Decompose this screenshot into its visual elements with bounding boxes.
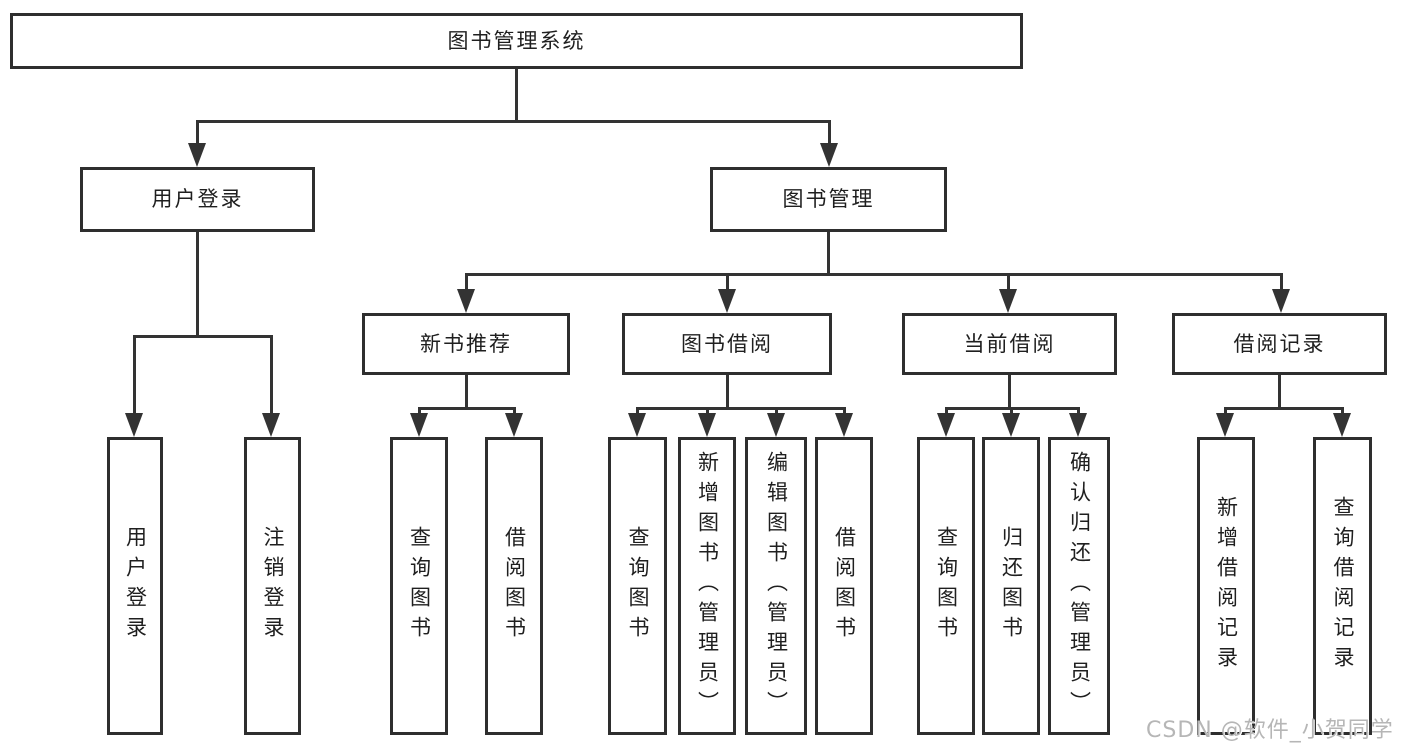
connector-arrow-shaft bbox=[513, 407, 516, 417]
node-root-label: 图书管理系统 bbox=[447, 28, 586, 53]
connector-arrow-shaft bbox=[726, 273, 729, 291]
node-new-book-recommend-label: 新书推荐 bbox=[420, 331, 512, 356]
arrow-down-icon bbox=[835, 413, 853, 437]
connector-arrow-shaft bbox=[133, 335, 136, 415]
arrow-down-icon bbox=[698, 413, 716, 437]
connector-root-stub bbox=[515, 69, 518, 122]
arrow-down-icon bbox=[188, 143, 206, 167]
connector-arrow-shaft bbox=[465, 273, 468, 291]
node-new-book-recommend: 新书推荐 bbox=[362, 313, 570, 375]
leaf-borrow-query-books: 查询图书 bbox=[608, 437, 667, 735]
connector-arrow-shaft bbox=[196, 120, 199, 146]
node-current-borrow: 当前借阅 bbox=[902, 313, 1117, 375]
leaf-current-query-books: 查询图书 bbox=[917, 437, 975, 735]
leaf-user-login-label: 用户登录 bbox=[123, 526, 148, 646]
arrow-down-icon bbox=[457, 289, 475, 313]
connector-user-login-rail bbox=[133, 335, 273, 338]
arrow-down-icon bbox=[1216, 413, 1234, 437]
csdn-watermark: CSDN @软件_小贺同学 bbox=[1146, 718, 1394, 743]
leaf-current-query-books-label: 查询图书 bbox=[934, 526, 959, 646]
leaf-query-borrow-record: 查询借阅记录 bbox=[1313, 437, 1372, 735]
leaf-borrow-query-books-label: 查询图书 bbox=[626, 526, 650, 646]
leaf-edit-books-admin-label: 编辑图书（管理员） bbox=[764, 451, 789, 721]
arrow-down-icon bbox=[505, 413, 523, 437]
arrow-down-icon bbox=[628, 413, 646, 437]
connector-recommend-stub bbox=[465, 375, 468, 409]
arrow-down-icon bbox=[1333, 413, 1351, 437]
connector-book-mgmt-rail bbox=[465, 273, 1283, 276]
connector-borrow-stub bbox=[726, 375, 729, 409]
arrow-down-icon bbox=[262, 413, 280, 437]
arrow-down-icon bbox=[1002, 413, 1020, 437]
leaf-borrow-books: 借阅图书 bbox=[815, 437, 873, 735]
connector-arrow-shaft bbox=[706, 407, 709, 417]
connector-arrow-shaft bbox=[945, 407, 948, 417]
arrow-down-icon bbox=[718, 289, 736, 313]
connector-arrow-shaft bbox=[1280, 273, 1283, 291]
arrow-down-icon bbox=[999, 289, 1017, 313]
leaf-query-borrow-record-label: 查询借阅记录 bbox=[1331, 496, 1355, 676]
connector-arrow-shaft bbox=[1010, 407, 1013, 417]
leaf-recommend-borrow-books-label: 借阅图书 bbox=[502, 526, 527, 646]
connector-arrow-shaft bbox=[775, 407, 778, 417]
arrow-down-icon bbox=[937, 413, 955, 437]
connector-arrow-shaft bbox=[418, 407, 421, 417]
leaf-logout: 注销登录 bbox=[244, 437, 301, 735]
connector-arrow-shaft bbox=[636, 407, 639, 417]
connector-records-stub bbox=[1278, 375, 1281, 409]
leaf-logout-label: 注销登录 bbox=[261, 526, 285, 646]
connector-arrow-shaft bbox=[270, 335, 273, 415]
leaf-confirm-return-admin: 确认归还（管理员） bbox=[1048, 437, 1110, 735]
connector-arrow-shaft bbox=[1077, 407, 1080, 417]
leaf-recommend-query-books: 查询图书 bbox=[390, 437, 448, 735]
connector-root-rail bbox=[196, 120, 831, 123]
connector-arrow-shaft bbox=[843, 407, 846, 417]
node-current-borrow-label: 当前借阅 bbox=[963, 331, 1056, 356]
leaf-user-login: 用户登录 bbox=[107, 437, 163, 735]
leaf-add-books-admin: 新增图书（管理员） bbox=[678, 437, 736, 735]
node-user-login: 用户登录 bbox=[80, 167, 315, 232]
arrow-down-icon bbox=[1069, 413, 1087, 437]
arrow-down-icon bbox=[820, 143, 838, 167]
node-borrow-records-label: 借阅记录 bbox=[1233, 331, 1326, 356]
node-book-borrow: 图书借阅 bbox=[622, 313, 832, 375]
node-book-management: 图书管理 bbox=[710, 167, 947, 232]
leaf-add-books-admin-label: 新增图书（管理员） bbox=[695, 451, 720, 721]
connector-records-rail bbox=[1224, 407, 1344, 410]
leaf-return-books-label: 归还图书 bbox=[999, 526, 1024, 646]
leaf-edit-books-admin: 编辑图书（管理员） bbox=[745, 437, 807, 735]
arrow-down-icon bbox=[125, 413, 143, 437]
leaf-confirm-return-admin-label: 确认归还（管理员） bbox=[1067, 451, 1092, 721]
arrow-down-icon bbox=[1272, 289, 1290, 313]
connector-arrow-shaft bbox=[828, 120, 831, 146]
connector-borrow-rail bbox=[636, 407, 846, 410]
node-borrow-records: 借阅记录 bbox=[1172, 313, 1387, 375]
connector-book-mgmt-stub bbox=[827, 232, 830, 275]
connector-arrow-shaft bbox=[1341, 407, 1344, 417]
leaf-return-books: 归还图书 bbox=[982, 437, 1040, 735]
leaf-recommend-query-books-label: 查询图书 bbox=[407, 526, 432, 646]
leaf-add-borrow-record-label: 新增借阅记录 bbox=[1214, 496, 1239, 676]
node-book-borrow-label: 图书借阅 bbox=[681, 331, 773, 356]
connector-arrow-shaft bbox=[1007, 273, 1010, 291]
node-root: 图书管理系统 bbox=[10, 13, 1023, 69]
node-book-management-label: 图书管理 bbox=[782, 187, 875, 211]
arrow-down-icon bbox=[767, 413, 785, 437]
node-user-login-label: 用户登录 bbox=[151, 187, 244, 211]
leaf-recommend-borrow-books: 借阅图书 bbox=[485, 437, 543, 735]
connector-user-login-stub bbox=[196, 232, 199, 337]
connector-current-stub bbox=[1008, 375, 1011, 409]
leaf-borrow-books-label: 借阅图书 bbox=[832, 526, 857, 646]
connector-arrow-shaft bbox=[1224, 407, 1227, 417]
connector-recommend-rail bbox=[418, 407, 516, 410]
leaf-add-borrow-record: 新增借阅记录 bbox=[1197, 437, 1255, 735]
arrow-down-icon bbox=[410, 413, 428, 437]
